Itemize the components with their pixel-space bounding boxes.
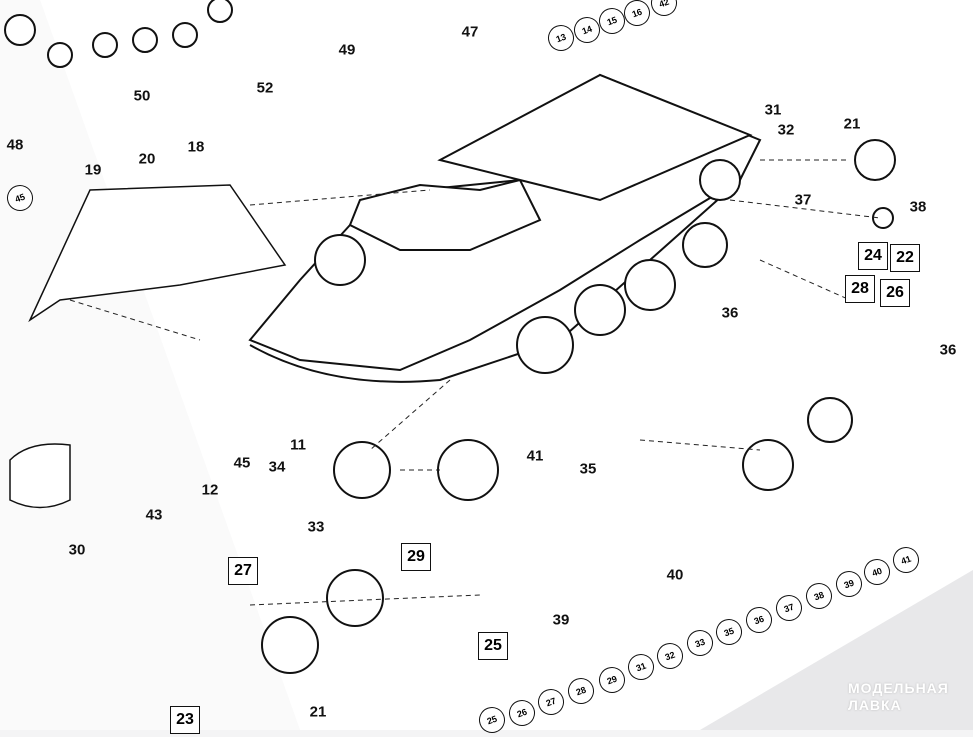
callout: 36 [721,304,739,322]
callout: 45 [233,454,251,472]
callout: 35 [579,460,597,478]
side-plate-drawing [9,184,287,509]
callout: 19 [84,161,102,179]
callout: 37 [794,191,812,209]
boxed-part: 23 [170,706,200,734]
callout: 21 [309,703,327,721]
callout: 34 [268,458,286,476]
callout: 18 [187,138,205,156]
boxed-part: 25 [478,632,508,660]
callout: 50 [133,87,151,105]
boxed-part: 29 [401,543,431,571]
watermark-line2: ЛАВКА [848,697,902,713]
callout: 20 [138,150,156,168]
boxed-part: 26 [880,279,910,307]
callout: 52 [256,79,274,97]
callout: 30 [68,541,86,559]
callout: 48 [6,136,24,154]
callout: 40 [666,566,684,584]
tank-hull-drawing [248,73,762,383]
callout: 41 [526,447,544,465]
callout: 49 [338,41,356,59]
callout: 38 [909,198,927,216]
boxed-part: 28 [845,275,875,303]
boxed-part: 22 [890,244,920,272]
callout: 32 [777,121,795,139]
callout: 33 [307,518,325,536]
callout: 47 [461,23,479,41]
callout: 31 [764,101,782,119]
watermark-line1: МОДЕЛЬНАЯ [848,680,949,696]
watermark: МОДЕЛЬНАЯ ЛАВКА [848,680,949,714]
callout: 43 [145,506,163,524]
callout: 36 [939,341,957,359]
boxed-part: 27 [228,557,258,585]
boxed-part: 24 [858,242,888,270]
callout: 11 [290,436,306,454]
callout: 21 [843,115,861,133]
road-wheels [4,0,896,674]
callout: 39 [552,611,570,629]
leader-lines [69,159,881,606]
callout: 12 [201,481,219,499]
